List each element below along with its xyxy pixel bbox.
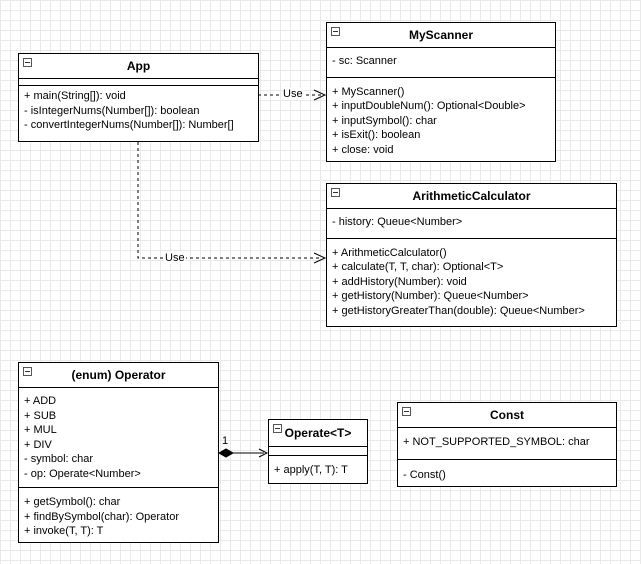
attribute-item: - sc: Scanner — [332, 55, 397, 67]
class-header: Const — [398, 403, 616, 428]
method-item: + close: void — [332, 143, 394, 156]
methods-section: - Const() — [398, 458, 616, 486]
method-item: - Const() — [403, 468, 446, 481]
interface-operate[interactable]: Operate<T> + apply(T, T): T — [268, 419, 368, 484]
collapse-icon[interactable] — [273, 424, 282, 433]
method-item: + isExit(): boolean — [332, 129, 421, 141]
attributes-section: - sc: Scanner — [327, 48, 555, 77]
composition-diamond — [217, 448, 235, 458]
use-dependency-line-calculator — [137, 142, 321, 259]
attribute-item: - op: Operate<Number> — [24, 467, 141, 480]
class-title: App — [126, 59, 151, 73]
method-item: + getSymbol(): char — [24, 496, 121, 508]
attributes-section: + ADD + SUB + MUL + DIV - symbol: char -… — [19, 388, 218, 487]
class-const[interactable]: Const + NOT_SUPPORTED_SYMBOL: char - Con… — [397, 402, 617, 487]
methods-section: + getSymbol(): char + findBySymbol(char)… — [19, 487, 218, 542]
class-title: (enum) Operator — [71, 368, 166, 382]
class-my-scanner[interactable]: MyScanner - sc: Scanner + MyScanner() + … — [326, 22, 556, 162]
methods-section: + ArithmeticCalculator() + calculate(T, … — [327, 237, 616, 322]
method-item: + inputSymbol(): char — [332, 114, 437, 127]
class-arithmetic-calculator[interactable]: ArithmeticCalculator - history: Queue<Nu… — [326, 183, 617, 327]
method-item: + main(String[]): void — [24, 90, 126, 102]
attributes-section: - history: Queue<Number> — [327, 209, 616, 238]
enum-constant: + MUL — [24, 424, 57, 436]
attributes-section-empty — [269, 447, 367, 455]
class-title: MyScanner — [408, 28, 474, 42]
method-item: + getHistoryGreaterThan(double): Queue<N… — [332, 304, 585, 317]
use-label-calculator: Use — [164, 252, 186, 264]
class-header: MyScanner — [327, 23, 555, 48]
use-arrowhead-scanner — [313, 89, 327, 101]
class-title: ArithmeticCalculator — [412, 189, 531, 203]
attribute-item: - symbol: char — [24, 453, 94, 465]
enum-constant: + DIV — [24, 438, 52, 451]
class-header: Operate<T> — [269, 420, 367, 447]
class-header: (enum) Operator — [19, 363, 218, 388]
method-item: - isIntegerNums(Number[]): boolean — [24, 104, 200, 117]
enum-constant: + SUB — [24, 409, 57, 422]
collapse-icon[interactable] — [402, 407, 411, 416]
attribute-item: - history: Queue<Number> — [332, 216, 463, 228]
method-item: + ArithmeticCalculator() — [332, 246, 447, 259]
composition-multiplicity: 1 — [222, 435, 229, 447]
method-item: + findBySymbol(char): Operator — [24, 510, 179, 523]
attribute-item: + NOT_SUPPORTED_SYMBOL: char — [403, 436, 590, 448]
methods-section: + MyScanner() + inputDoubleNum(): Option… — [327, 76, 555, 161]
methods-section: + apply(T, T): T — [269, 455, 367, 481]
enum-constant: + ADD — [24, 395, 57, 407]
collapse-icon[interactable] — [23, 58, 32, 67]
attributes-section: + NOT_SUPPORTED_SYMBOL: char — [398, 428, 616, 459]
methods-section: + main(String[]): void - isIntegerNums(N… — [19, 85, 258, 136]
collapse-icon[interactable] — [23, 367, 32, 376]
class-operator-enum[interactable]: (enum) Operator + ADD + SUB + MUL + DIV … — [18, 362, 219, 543]
method-item: - convertIntegerNums(Number[]): Number[] — [24, 119, 234, 131]
class-app[interactable]: App + main(String[]): void - isIntegerNu… — [18, 53, 259, 142]
class-header: ArithmeticCalculator — [327, 184, 616, 209]
class-title: Operate<T> — [284, 426, 352, 440]
method-item: + apply(T, T): T — [274, 464, 348, 476]
method-item: + inputDoubleNum(): Optional<Double> — [332, 100, 526, 112]
method-item: + getHistory(Number): Queue<Number> — [332, 290, 529, 302]
class-title: Const — [490, 408, 524, 422]
method-item: + addHistory(Number): void — [332, 275, 467, 288]
collapse-icon[interactable] — [331, 188, 340, 197]
composition-arrowhead — [258, 448, 269, 458]
use-arrowhead-calculator — [313, 252, 327, 264]
class-header: App — [19, 54, 258, 79]
method-item: + invoke(T, T): T — [24, 525, 104, 537]
method-item: + calculate(T, T, char): Optional<T> — [332, 261, 504, 273]
method-item: + MyScanner() — [332, 85, 405, 98]
collapse-icon[interactable] — [331, 27, 340, 36]
use-label-scanner: Use — [282, 88, 304, 100]
